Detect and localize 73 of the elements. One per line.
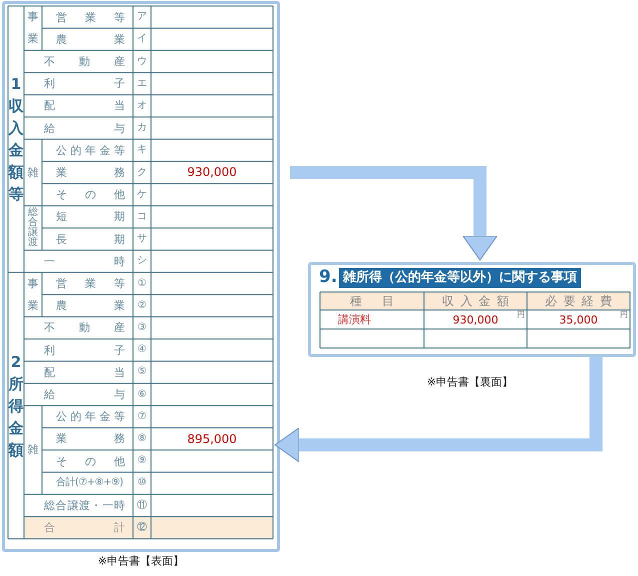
section-heading: 2 所得金額 [8,352,24,461]
line-code: オ [137,100,147,111]
row-label: 合計 [44,522,125,534]
row-label: 営業等 [56,12,125,23]
row-label: その他 [56,189,125,200]
note-text: ※申告書【裏面】 [426,376,514,388]
row-label: 一時 [44,256,125,267]
line-code: ⑧ [138,434,146,444]
group-label: 総合譲渡 [28,208,38,248]
line-code: イ [137,34,147,44]
row-label: 利子 [44,344,125,356]
amount-text: 930,000 [452,314,498,325]
line-code: カ [137,123,147,134]
column-header: 必要経費 [545,295,612,307]
line-code: ⑦ [138,412,146,422]
column-header: 種目 [350,295,394,307]
column-header: 収入金額 [442,295,509,307]
row-label: 利子 [44,78,125,90]
row-label: 配当 [44,100,125,112]
group-label: 事業 [27,276,39,314]
line-code: エ [137,78,147,89]
form-section-panel [308,262,636,357]
line-code: ① [138,278,146,288]
group-label: 雑 [27,164,39,180]
line-code: ⑨ [138,456,146,466]
line-code: ア [137,12,147,22]
section-heading: 1 収入金額等 [8,74,24,206]
block-arrow [274,357,602,462]
line-code: ④ [138,345,146,356]
row-label: 給与 [44,122,125,134]
line-code: ⑪ [137,500,147,510]
section-number: 9. [319,269,338,286]
row-label: 短期 [56,211,125,222]
unit-mark: 円 [517,311,525,319]
line-code: ③ [138,322,146,333]
line-code: ケ [137,190,147,200]
amount-cell: 930,000 [181,165,243,180]
row-label: 長期 [56,234,125,245]
form-panel [2,1,280,552]
row-label: 配当 [44,366,125,378]
line-code: ⑥ [138,390,146,400]
unit-mark: 円 [620,311,628,319]
row-label: 公的年金等 [56,144,125,156]
amount-text: 35,000 [559,314,598,325]
row-label: 農業 [56,300,125,312]
line-code: サ [137,234,147,244]
table-cell-text: 講演料 [338,314,371,324]
row-label: 不動産 [44,322,125,334]
line-code: ⑤ [138,367,146,378]
line-code: ⑩ [138,478,146,488]
row-label: 総合譲渡・一時 [44,500,125,511]
block-arrow [290,166,498,260]
line-code: ② [138,300,146,311]
row-label: 給与 [44,389,125,400]
line-code: ウ [137,56,147,66]
line-code: キ [137,145,147,156]
row-label: 業務 [56,433,125,444]
line-code: シ [137,256,147,266]
row-label: その他 [56,456,125,467]
row-label: 営業等 [56,278,125,289]
line-code: ⑫ [137,522,147,533]
row-label: 農業 [56,34,125,45]
amount-cell: 895,000 [181,432,243,447]
group-label: 事業 [27,9,39,48]
row-label: 業務 [56,167,125,178]
row-label: 合計(⑦+⑧+⑨) [56,478,123,488]
group-label: 雑 [27,442,39,458]
row-label: 公的年金等 [56,411,125,422]
row-label: 不動産 [44,56,125,67]
line-code: コ [137,212,147,222]
line-code: ク [137,168,147,178]
note-text: ※申告書【表面】 [98,556,184,566]
section-title: 雑所得（公的年金等以外）に関する事項 [339,268,581,288]
